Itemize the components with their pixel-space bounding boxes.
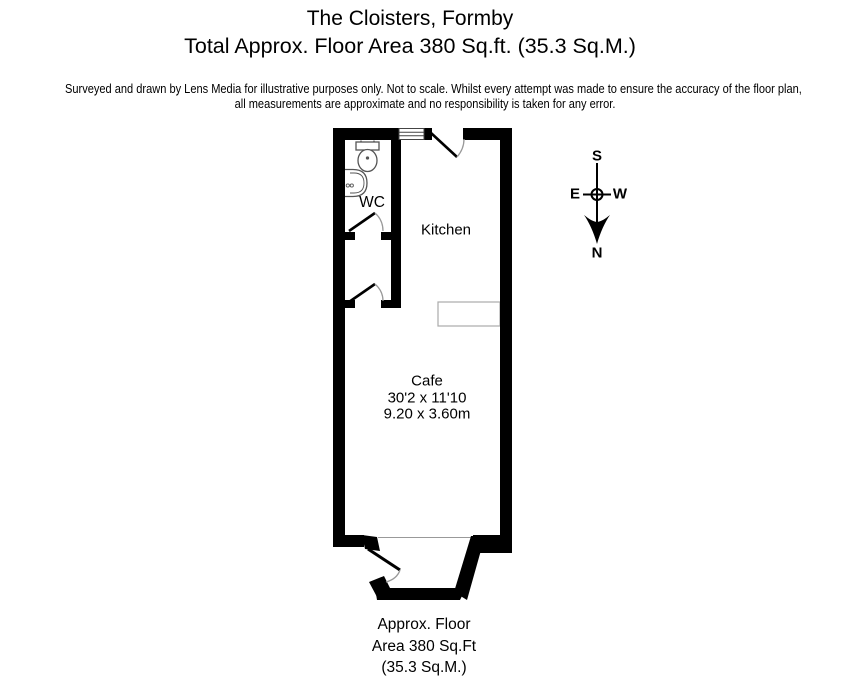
room-label-wc: WC	[359, 194, 385, 211]
disclaimer-line-2: all measurements are approximate and no …	[234, 96, 616, 111]
compass-east-label: E	[569, 185, 581, 203]
compass-north-label: N	[591, 244, 603, 262]
page-title: The Cloisters, Formby	[306, 7, 514, 30]
page-subtitle: Total Approx. Floor Area 380 Sq.ft. (35.…	[184, 34, 636, 58]
title-block: The Cloisters, Formby Total Approx. Floo…	[0, 5, 820, 61]
window	[398, 128, 425, 140]
kitchen-door	[430, 132, 465, 158]
walls	[333, 128, 512, 600]
disclaimer-line-1: Surveyed and drawn by Lens Media for ill…	[65, 81, 802, 96]
compass-south-label: S	[591, 147, 603, 165]
wc-door	[348, 211, 384, 233]
footer-area-label: Approx. Floor Area 380 Sq.Ft (35.3 Sq.M.…	[0, 614, 848, 676]
compass-hub	[590, 188, 604, 201]
room-label-cafe-block: Cafe 30'2 x 11'10 9.20 x 3.60m	[384, 373, 471, 423]
footer-area-line-2: Area 380 Sq.Ft	[371, 637, 477, 655]
compass-north-arrow	[584, 215, 610, 244]
room-label-kitchen: Kitchen	[420, 221, 472, 239]
sink-icon	[345, 168, 368, 198]
footer-area-line-3: (35.3 Sq.M.)	[381, 659, 467, 676]
toilet-icon	[355, 140, 380, 173]
cafe-dimensions-metric: 9.20 x 3.60m	[383, 405, 471, 423]
room-label-cafe: Cafe	[411, 372, 443, 390]
compass-rose	[583, 163, 611, 244]
compass-west-label: W	[612, 185, 628, 203]
cafe-dimensions-imperial: 30'2 x 11'10	[387, 388, 467, 406]
footer-area-line-1: Approx. Floor	[377, 616, 471, 633]
disclaimer-block: Surveyed and drawn by Lens Media for ill…	[0, 81, 850, 111]
lobby-door	[348, 282, 384, 304]
kitchen-counter	[437, 301, 501, 327]
entrance-door	[367, 547, 401, 583]
